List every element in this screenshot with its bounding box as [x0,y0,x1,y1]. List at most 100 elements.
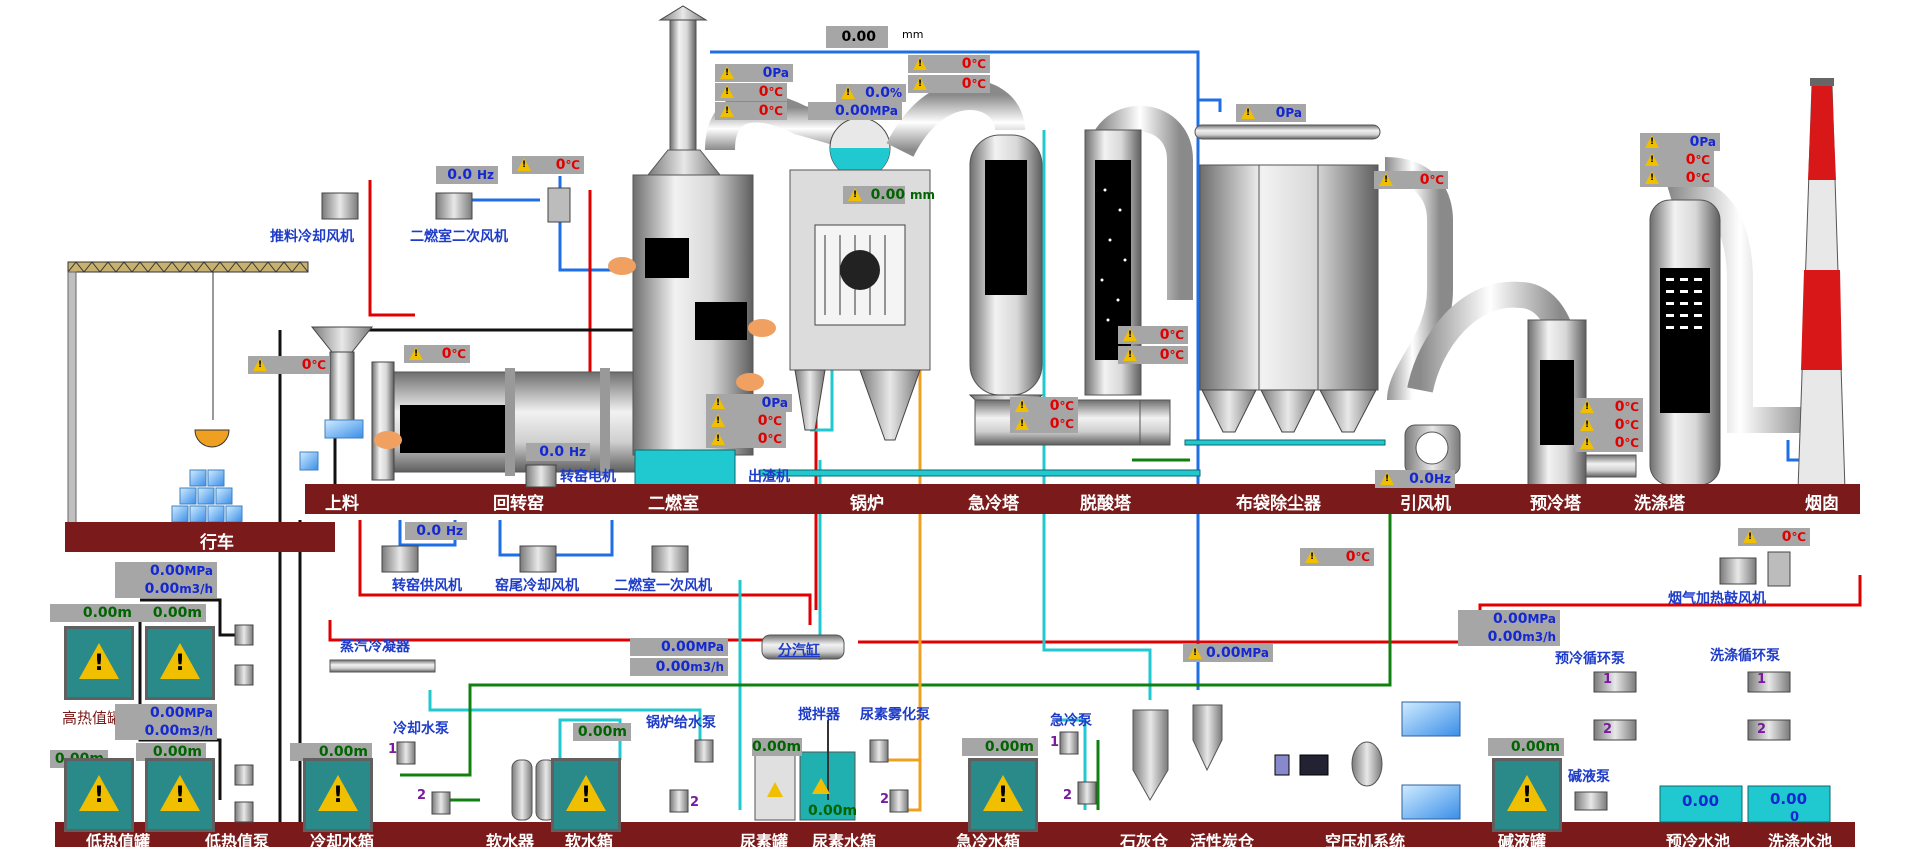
level-soft-tank: 0.00m [573,723,631,741]
pump-number-precool-1: 1 [1603,672,1612,687]
warning-icon [1015,417,1029,430]
softener-units [512,760,556,820]
readout-mpa-low-1: 0.00MPa [115,704,217,722]
wash-tower [1650,192,1810,485]
label-high-heat-tank: 高热值罐 [62,707,122,728]
label-yinfengji: 引风机 [1400,489,1451,514]
label-air-compressor: 空压机系统 [1325,828,1405,852]
readout-flow-low-1: 0.00m3/h [115,722,217,740]
urea-tank-warning-icon [767,782,783,797]
readout-t-er-2: 0℃ [706,430,786,448]
readout-mpa-air: 0.00MPa [1183,644,1273,662]
cooling-tank[interactable] [303,758,373,832]
pump-number-cooling-2: 2 [417,788,426,803]
label-carbon-silo: 活性炭仓 [1190,828,1254,852]
readout-pct-boiler: 0.0% [836,84,906,102]
warning-icon [517,158,531,171]
warning-icon [160,775,200,811]
label-erranshi-1-fan: 二燃室一次风机 [614,575,712,595]
bag-filter [1185,125,1385,445]
readout-hz-kiln-motor: 0.0 Hz [526,443,590,461]
readout-flow-high-1: 0.00m3/h [115,580,217,598]
alkali-tank[interactable] [1492,758,1562,832]
warning-icon [1580,436,1594,449]
label-steam-condenser: 蒸汽冷凝器 [340,636,410,656]
warning-icon [253,358,267,371]
wash-pool-value: 0.00 [1770,790,1807,808]
warning-icon [1379,173,1393,186]
readout-t-erranshi-2: 0℃ [512,156,584,174]
high-tank-1[interactable] [64,626,134,700]
readout-t-top-1: 0℃ [715,83,787,101]
label-shangliao: 上料 [325,489,359,514]
label-softener: 软水器 [486,828,534,852]
label-yaowei-fan: 窑尾冷却风机 [495,575,579,595]
label-jilengta: 急冷塔 [968,489,1019,514]
pump-number-wash-2: 2 [1757,722,1766,737]
label-precool-pump: 预冷循环泵 [1555,648,1625,668]
readout-flow-precool: 0.00m3/h [1458,628,1560,646]
label-xingche: 行车 [200,528,234,553]
level-urea-water: 0.00m [808,802,858,820]
readout-t-mid: 0℃ [1300,548,1374,566]
label-zhuanyao-gong-fan: 转窑供风机 [392,575,462,595]
label-urea-tank: 尿素罐 [740,828,788,852]
quench-tank[interactable] [968,758,1038,832]
top-level-readout: 0.00 [826,26,888,48]
warning-icon [409,347,423,360]
readout-t-top-2: 0℃ [715,102,787,120]
label-quench-pump: 急冷泵 [1050,710,1092,730]
label-yancong: 烟囱 [1805,489,1839,514]
warning-icon [1380,472,1394,485]
label-chuzhaji: 出渣机 [748,466,790,486]
low-tank-1[interactable] [64,758,134,832]
readout-t-wash-2: 0℃ [1640,169,1714,187]
warning-icon [79,643,119,679]
readout-mm-drum: 0.00 mm [843,186,905,204]
warning-icon [711,414,725,427]
readout-p-bag: 0Pa [1236,104,1306,122]
waste-blocks [172,470,242,522]
readout-t-kiln-head: 0℃ [248,356,330,374]
level-alkali-tank: 0.00m [1488,738,1564,756]
silos [1133,705,1222,800]
warning-icon [1580,400,1594,413]
low-tank-2[interactable] [145,758,215,832]
warning-icon [913,57,927,70]
readout-t-react-2: 0℃ [1118,346,1188,364]
readout-hz-kiln-fan: 0.0 Hz [405,522,467,540]
label-urea-pump: 尿素雾化泵 [860,704,930,724]
readout-mpa-steam: 0.00MPa [630,638,728,656]
warning-icon [1305,550,1319,563]
high-tank-2[interactable] [145,626,215,700]
precool-pool-value: 0.00 [1682,792,1719,810]
wash-pool-sub-value: 0 [1790,810,1799,825]
level-quench-tank: 0.00m [962,738,1038,756]
pump-number-cooling-1: 1 [388,742,397,757]
crane-gantry [68,262,308,530]
readout-p-wash: 0Pa [1640,133,1720,151]
warning-icon [160,643,200,679]
warning-icon [848,188,862,201]
readout-t-react-1: 0℃ [1118,326,1188,344]
readout-hz-erranshi-2: 0.0 Hz [436,166,498,184]
label-budai: 布袋除尘器 [1236,489,1321,514]
readout-flow-steam: 0.00m3/h [630,658,728,676]
label-yulengta: 预冷塔 [1530,489,1581,514]
warning-icon [720,66,734,79]
label-zhuanyao-motor: 转窑电机 [560,466,616,486]
pump-number-quench-1: 1 [1050,735,1059,750]
readout-t-flue-heat: 0℃ [1738,528,1810,546]
warning-icon [1743,530,1757,543]
warning-icon [1580,418,1594,431]
air-compressor-units [1275,702,1460,819]
soft-tank[interactable] [551,758,621,832]
warning-icon [720,85,734,98]
label-urea-water-tank: 尿素水箱 [812,828,876,852]
label-wash-pump: 洗涤循环泵 [1710,645,1780,665]
label-lime-silo: 石灰仓 [1120,828,1168,852]
label-fenqigang: 分汽缸 [778,640,820,660]
readout-mpa-high-1: 0.00MPa [115,562,217,580]
warning-icon [1188,646,1202,659]
readout-t-precool-3: 0℃ [1575,434,1643,452]
